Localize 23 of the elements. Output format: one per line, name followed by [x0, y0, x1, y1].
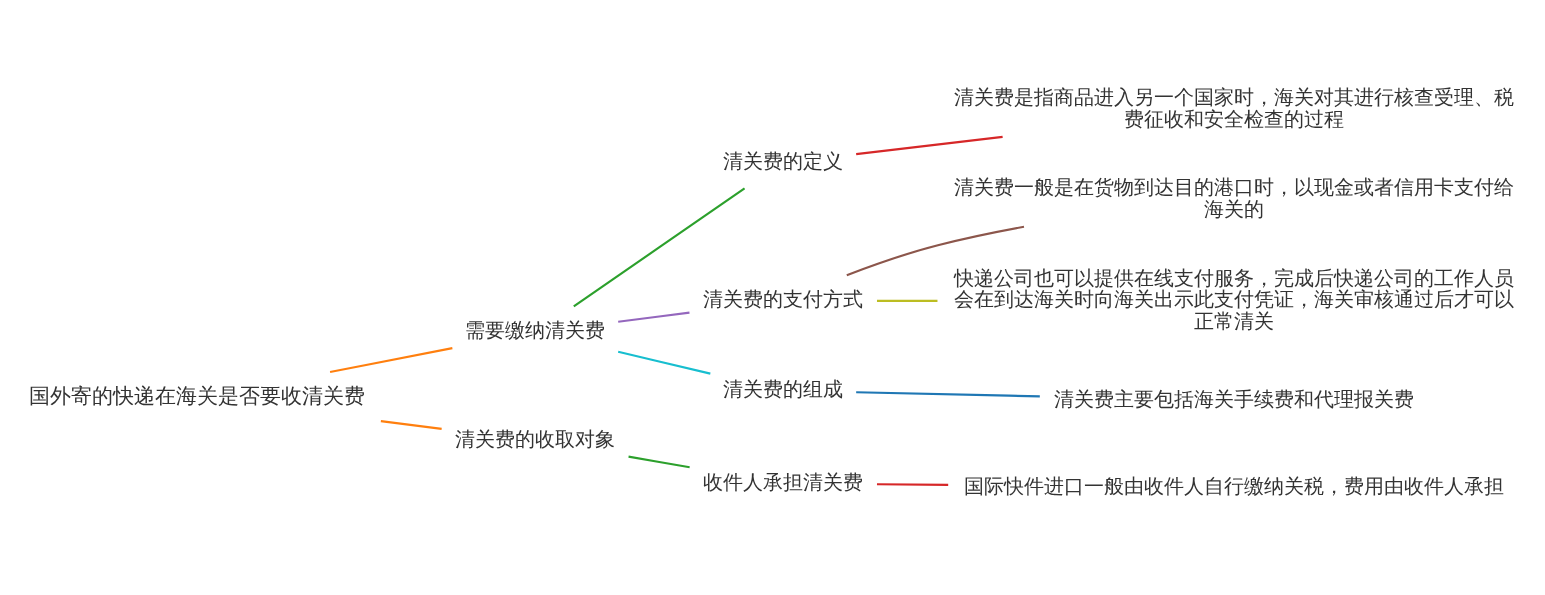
node-text: 收件人承担清关费 — [703, 470, 864, 493]
connector — [573, 186, 746, 307]
connector — [380, 419, 442, 430]
node-text: 国外寄的快递在海关是否要收清关费 — [29, 382, 366, 408]
node-text: 清关费是指商品进入另一个国家时，海关对其进行核查受理、税费征收和安全检查的过程 — [954, 84, 1515, 131]
node-text: 清关费主要包括海关手续费和代理报关费 — [1054, 386, 1415, 411]
node-text: 清关费的支付方式 — [703, 287, 864, 310]
connector — [876, 482, 949, 486]
connector — [617, 350, 711, 375]
node-text: 清关费的定义 — [723, 149, 844, 172]
node-text: 需要缴纳清关费 — [465, 318, 606, 341]
connector — [628, 455, 690, 468]
connector — [877, 299, 938, 302]
connector — [329, 346, 453, 373]
node-text: 清关费一般是在货物到达目的港口时，以现金或者信用卡支付给海关的 — [954, 174, 1515, 221]
node-text: 清关费的收取对象 — [455, 427, 616, 450]
connector — [846, 225, 1025, 276]
connector — [618, 311, 690, 323]
node-text: 国际快件进口一般由收件人自行缴纳关税，费用由收件人承担 — [964, 473, 1505, 498]
node-text: 快递公司也可以提供在线支付服务，完成后快递公司的工作人员会在到达海关时向海关出示此支付凭证，海关审核通过后才可以正常清关 — [954, 265, 1515, 333]
connector — [856, 135, 1003, 155]
connector — [856, 390, 1040, 397]
node-text: 清关费的组成 — [723, 377, 844, 400]
